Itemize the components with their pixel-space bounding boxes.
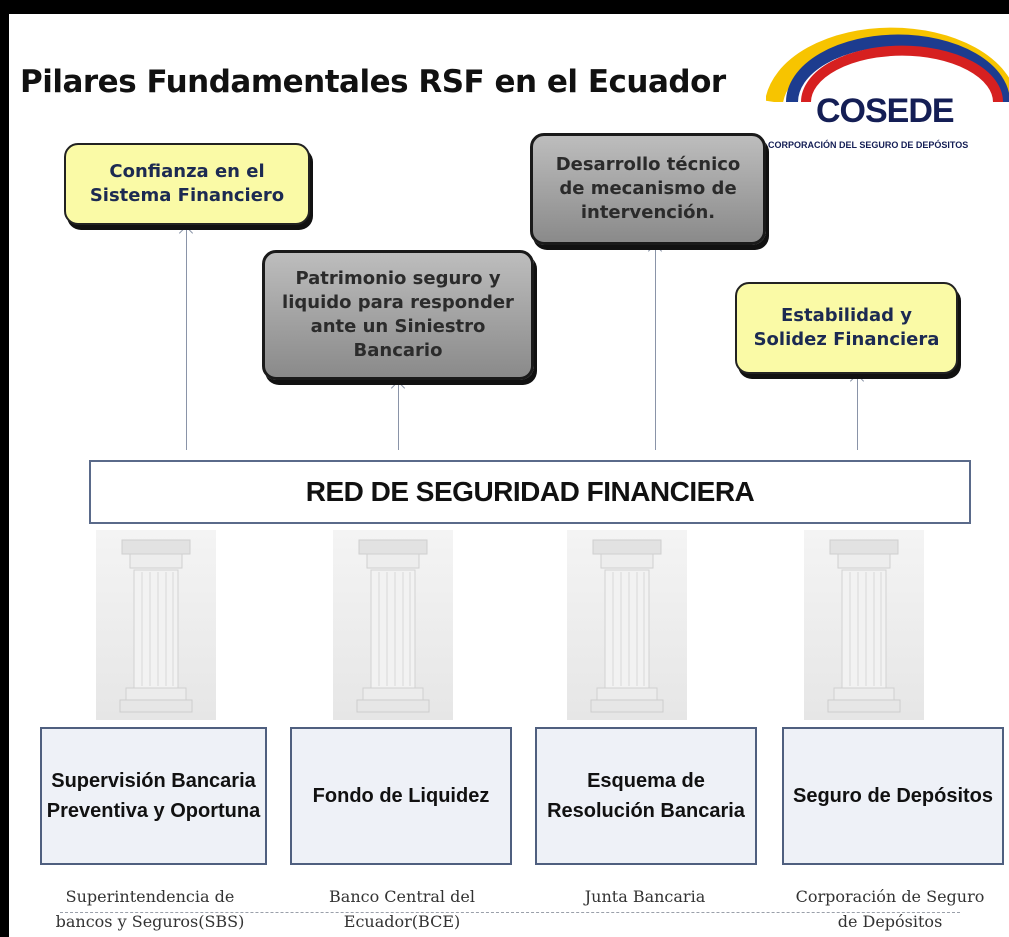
pillar-box-supervision: Supervisión Bancaria Preventiva y Oportu… bbox=[40, 727, 267, 865]
pillar-box-resolucion: Esquema de Resolución Bancaria bbox=[535, 727, 757, 865]
logo-subtitle: CORPORACIÓN DEL SEGURO DE DEPÓSITOS bbox=[768, 140, 969, 150]
rainbow-arc-icon bbox=[765, 27, 1009, 104]
institution-caption-junta: Junta Bancaria bbox=[584, 887, 706, 906]
column-icon bbox=[804, 530, 924, 720]
pillar-box-seguro: Seguro de Depósitos bbox=[782, 727, 1004, 865]
cosede-logo: COSEDE CORPORACIÓN DEL SEGURO DE DEPÓSIT… bbox=[765, 22, 1009, 162]
column-icon bbox=[333, 530, 453, 720]
column-icon bbox=[96, 530, 216, 720]
institution-caption-cosede: Corporación de Seguro de Depósitos bbox=[795, 887, 985, 931]
dashed-divider bbox=[60, 912, 960, 913]
goal-box-patrimonio: Patrimonio seguro y liquido para respond… bbox=[262, 250, 534, 380]
arrow-up-3 bbox=[655, 248, 656, 450]
pillar-box-fondo-liquidez: Fondo de Liquidez bbox=[290, 727, 512, 865]
arrow-up-2 bbox=[398, 385, 399, 450]
slide-title: Pilares Fundamentales RSF en el Ecuador bbox=[20, 64, 726, 100]
goal-box-desarrollo: Desarrollo técnico de mecanismo de inter… bbox=[530, 133, 766, 245]
arrow-up-4 bbox=[857, 378, 858, 450]
goal-box-estabilidad: Estabilidad y Solidez Financiera bbox=[735, 282, 958, 374]
arrow-up-1 bbox=[186, 230, 187, 450]
goal-box-confianza: Confianza en el Sistema Financiero bbox=[64, 143, 310, 225]
institution-caption-sbs: Superintendencia de bancos y Seguros(SBS… bbox=[55, 887, 245, 931]
network-band: RED DE SEGURIDAD FINANCIERA bbox=[89, 460, 971, 524]
institution-caption-bce: Banco Central del Ecuador(BCE) bbox=[329, 887, 475, 931]
logo-wordmark: COSEDE bbox=[816, 92, 955, 130]
column-icon bbox=[567, 530, 687, 720]
